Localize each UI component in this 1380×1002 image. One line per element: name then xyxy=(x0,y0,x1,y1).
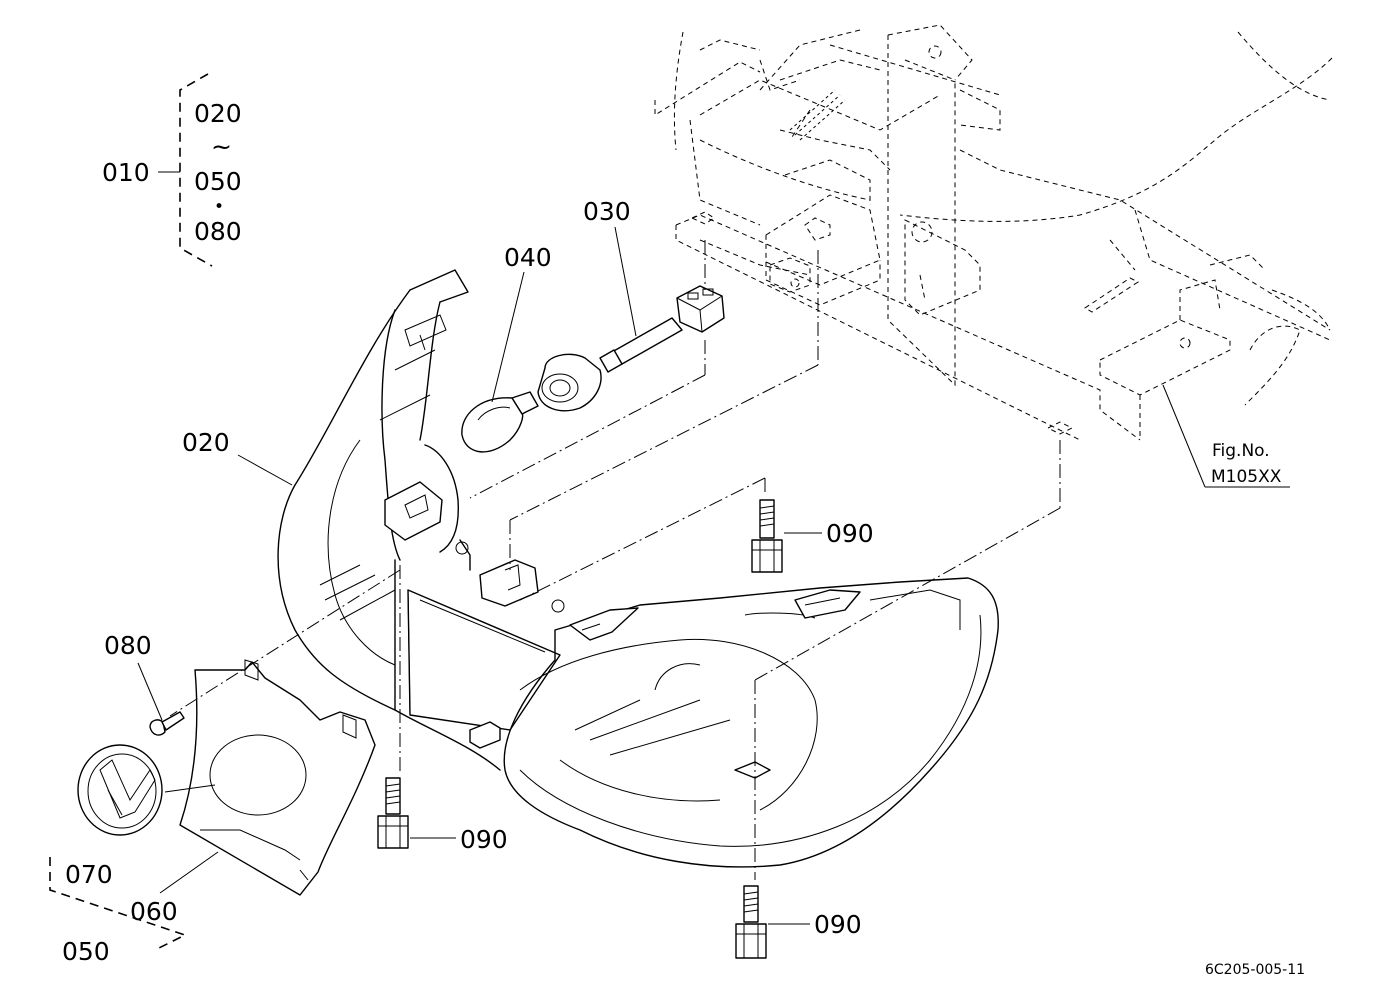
group-member-050: 050 xyxy=(194,167,242,196)
emblem-070 xyxy=(77,744,163,836)
group-member-080: 080 xyxy=(194,217,242,246)
bulb-040 xyxy=(461,391,539,453)
figure-ref-line2: M105XX xyxy=(1211,467,1282,487)
bulb-socket-030 xyxy=(537,285,725,412)
group-bracket-010: 010 020 ~ 050 • 080 xyxy=(102,73,242,267)
bolt-090-c xyxy=(735,885,767,959)
cover-060 xyxy=(179,659,376,896)
bolt-090-a xyxy=(751,499,783,573)
figure-reference: Fig.No. M105XX xyxy=(1162,384,1290,488)
drawing-number: 6C205-005-11 xyxy=(1205,962,1305,978)
vehicle-frame xyxy=(654,24,1333,441)
group-label-010: 010 xyxy=(102,158,150,187)
callout-090-c: 090 xyxy=(814,910,862,939)
bolt-090-b xyxy=(377,777,409,849)
callout-080: 080 xyxy=(104,631,152,660)
callout-leaders xyxy=(49,226,822,951)
callout-030: 030 xyxy=(583,197,631,226)
callout-070: 070 xyxy=(65,860,113,889)
callout-090-b: 090 xyxy=(460,825,508,854)
headlight-housing-020 xyxy=(277,269,999,868)
screw-080 xyxy=(149,711,185,736)
callout-020: 020 xyxy=(182,428,230,457)
separator-dot: • xyxy=(214,197,224,217)
figure-ref-line1: Fig.No. xyxy=(1212,441,1270,461)
callout-090-a: 090 xyxy=(826,519,874,548)
group-member-020: 020 xyxy=(194,99,242,128)
callout-040: 040 xyxy=(504,243,552,272)
assembly-centerlines xyxy=(169,240,1061,880)
range-tilde: ~ xyxy=(211,132,232,161)
callout-060: 060 xyxy=(130,897,178,926)
group-label-050: 050 xyxy=(62,937,110,966)
